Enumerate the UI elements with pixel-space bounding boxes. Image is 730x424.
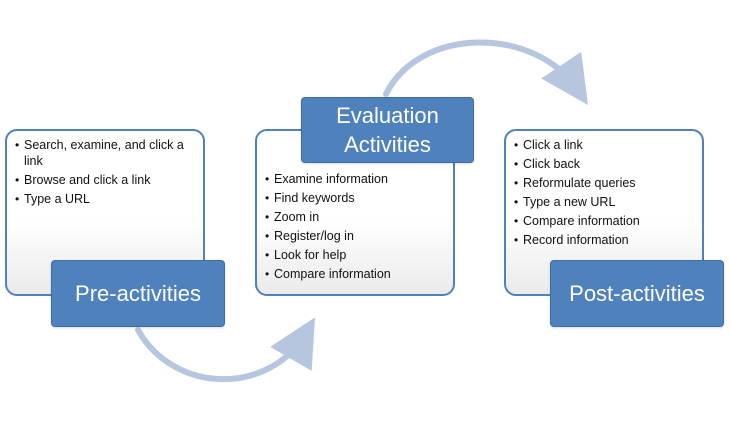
list-item: Compare information [265,266,445,282]
list-item: Record information [514,232,694,248]
list-item: Zoom in [265,209,445,225]
list-item: Examine information [265,171,445,187]
list-item: Look for help [265,247,445,263]
pre-activities-label: Pre-activities [51,260,225,327]
list-item: Register/log in [265,228,445,244]
evaluation-activities-list: Examine information Find keywords Zoom i… [265,171,445,282]
list-item: Type a new URL [514,194,694,210]
pre-activities-title: Pre-activities [75,281,201,306]
arrow-evaluation-to-post [383,39,589,105]
list-item: Search, examine, and click a link [15,137,195,169]
list-item: Click a link [514,137,694,153]
evaluation-activities-label: Evaluation Activities [301,97,474,163]
post-activities-title: Post-activities [569,281,705,306]
list-item: Click back [514,156,694,172]
evaluation-activities-title-line2: Activities [344,132,431,157]
post-activities-list: Click a link Click back Reformulate quer… [514,137,694,248]
list-item: Reformulate queries [514,175,694,191]
pre-activities-card: Search, examine, and click a link Browse… [5,129,205,296]
list-item: Compare information [514,213,694,229]
list-item: Type a URL [15,191,195,207]
pre-activities-list: Search, examine, and click a link Browse… [15,137,195,207]
list-item: Find keywords [265,190,445,206]
arrow-pre-to-evaluation [135,317,316,383]
list-item: Browse and click a link [15,172,195,188]
post-activities-label: Post-activities [550,260,724,327]
evaluation-activities-title-line1: Evaluation [336,103,439,128]
